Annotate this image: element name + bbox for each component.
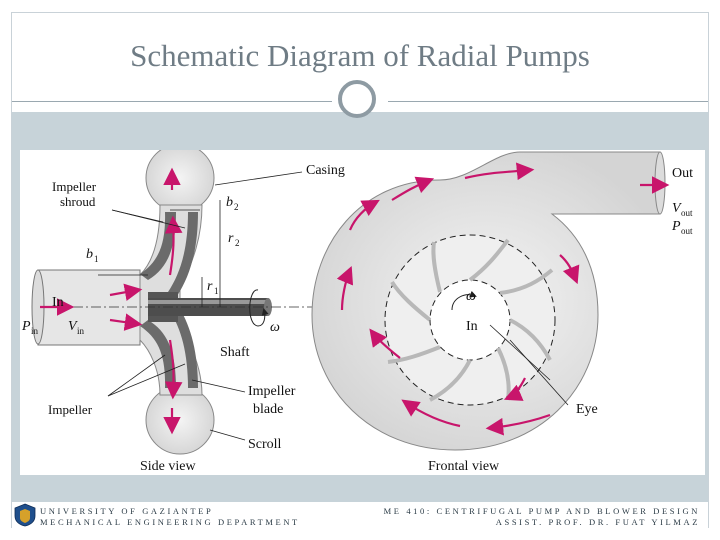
label-impeller: Impeller: [48, 402, 93, 417]
label-scroll: Scroll: [248, 437, 282, 452]
label-b1-sub: 1: [94, 254, 99, 264]
label-p-in-sub: in: [31, 326, 39, 336]
pump-diagram-svg: Casing Impeller shroud b 2 r 2 b 1 r 1 I…: [21, 143, 693, 474]
label-v-out: V: [672, 201, 682, 216]
title-divider-right: [388, 101, 708, 102]
label-casing: Casing: [306, 163, 345, 178]
label-omega-side: ω: [270, 320, 280, 335]
label-v-in: V: [68, 319, 78, 334]
label-p-out-sub: out: [681, 226, 693, 236]
label-r1: r: [207, 279, 213, 294]
label-side-view: Side view: [140, 459, 196, 474]
label-shaft: Shaft: [220, 345, 250, 360]
label-r1-sub: 1: [214, 286, 219, 296]
label-r2-sub: 2: [235, 238, 240, 248]
university-logo-icon: [14, 503, 36, 527]
ring-ornament-icon: [338, 80, 376, 118]
label-frontal-view: Frontal view: [428, 459, 500, 474]
label-v-in-sub: in: [77, 326, 85, 336]
footer-department: MECHANICAL ENGINEERING DEPARTMENT: [40, 517, 300, 527]
label-b1: b: [86, 247, 93, 262]
label-b2: b: [226, 195, 233, 210]
label-p-out: P: [671, 219, 681, 234]
label-impeller-blade-line2: blade: [253, 402, 283, 417]
frontal-view: [311, 151, 670, 451]
label-r2: r: [228, 231, 234, 246]
label-omega-front: ω: [466, 289, 476, 304]
label-v-out-sub: out: [681, 208, 693, 218]
slide-title: Schematic Diagram of Radial Pumps: [130, 38, 590, 73]
label-p-in: P: [21, 319, 31, 334]
label-impeller-blade-line1: Impeller: [248, 384, 296, 399]
pump-diagram: Casing Impeller shroud b 2 r 2 b 1 r 1 I…: [20, 143, 705, 475]
footer-university: UNIVERSITY OF GAZIANTEP: [40, 506, 214, 516]
footer-instructor: ASSIST. PROF. DR. FUAT YILMAZ: [495, 517, 700, 527]
footer-bar: [12, 502, 708, 528]
label-in-side: In: [52, 295, 64, 310]
label-eye: Eye: [576, 402, 598, 417]
label-impeller-shroud-line2: shroud: [60, 194, 96, 209]
label-b2-sub: 2: [234, 202, 239, 212]
label-in-front: In: [466, 319, 478, 334]
side-view: [31, 143, 320, 455]
footer-course: ME 410: CENTRIFUGAL PUMP AND BLOWER DESI…: [383, 506, 700, 516]
label-impeller-shroud-line1: Impeller: [52, 179, 97, 194]
title-divider-left: [12, 101, 332, 102]
label-out: Out: [672, 166, 693, 181]
